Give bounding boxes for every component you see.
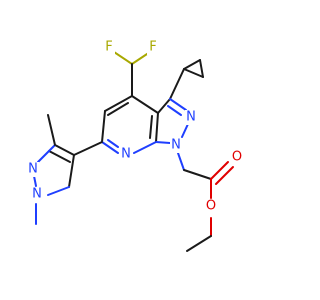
svg-text:N: N <box>32 187 42 202</box>
atom-oxygen-ester: O <box>205 199 217 214</box>
svg-text:N: N <box>121 147 131 162</box>
bond-layer <box>33 49 234 252</box>
bond-ch2-co <box>183 169 212 180</box>
atom-nitrogen-pyrazole-n1: N <box>170 138 182 153</box>
bond-cyclopropyl-b <box>183 68 204 78</box>
bond-cyclopropyl-a <box>183 59 201 70</box>
bond-c-o-double <box>210 161 229 180</box>
bond-c4-c5 <box>104 95 133 112</box>
bond-c7a-c3a-inner <box>149 115 153 139</box>
atom-oxygen-carbonyl: O <box>231 150 243 165</box>
bond-cyclopropyl-c <box>199 59 204 78</box>
bond-c4-c3a <box>131 95 159 114</box>
bond-c3a-c3 <box>157 98 171 114</box>
bond-c4-c5-inner <box>107 102 129 116</box>
bond-c6-n7-inner <box>107 139 119 148</box>
bond-n2-n1 <box>181 123 189 138</box>
bond-cyclopropyl-ring <box>169 68 185 100</box>
bond-c5-c6 <box>101 110 106 143</box>
atom-fluorine-left: F <box>103 40 115 55</box>
svg-text:F: F <box>149 40 156 55</box>
bond-c6-n7 <box>101 141 119 154</box>
bond-c3-n2-inner <box>167 105 182 116</box>
atom-nitrogen-dimethylpyrazole-n1: N <box>31 187 43 202</box>
bond-pz-methyl-c3 <box>47 114 56 146</box>
bond-c3-n2 <box>169 98 187 111</box>
atom-label-layer: F F N N N N N O <box>27 40 243 214</box>
atom-nitrogen-pyrazole-n2: N <box>185 110 197 125</box>
svg-text:O: O <box>232 150 242 165</box>
bond-n1-c7a <box>155 141 171 144</box>
bond-n1-ch2 <box>177 152 185 171</box>
svg-text:F: F <box>105 40 112 55</box>
molecule-structure-diagram: F F N N N N N O <box>27 40 243 252</box>
svg-text:N: N <box>28 162 38 177</box>
svg-text:O: O <box>206 199 216 214</box>
bond-pz-c4-c3 <box>54 144 75 156</box>
bond-pz-c3-n2 <box>37 144 56 163</box>
bond-c6-pyrazole <box>73 141 103 156</box>
atom-nitrogen-dimethylpyrazole-n2: N <box>27 162 39 177</box>
atom-fluorine-right: F <box>147 40 159 55</box>
bond-pz-n2-n1 <box>33 175 37 187</box>
bond-ch2-ch3 <box>186 235 212 252</box>
bond-pz-c4-c3-inner <box>48 150 71 163</box>
svg-text:N: N <box>171 138 181 153</box>
bond-c-o-double-2 <box>215 166 234 185</box>
bond-pz-c4-c5 <box>68 154 75 188</box>
atom-nitrogen-pyridine: N <box>120 147 132 162</box>
svg-text:N: N <box>186 110 196 125</box>
bond-c7a-c3a <box>155 112 159 143</box>
bond-n7-c7a <box>133 141 157 154</box>
bond-pz-n1-c5 <box>47 186 70 196</box>
